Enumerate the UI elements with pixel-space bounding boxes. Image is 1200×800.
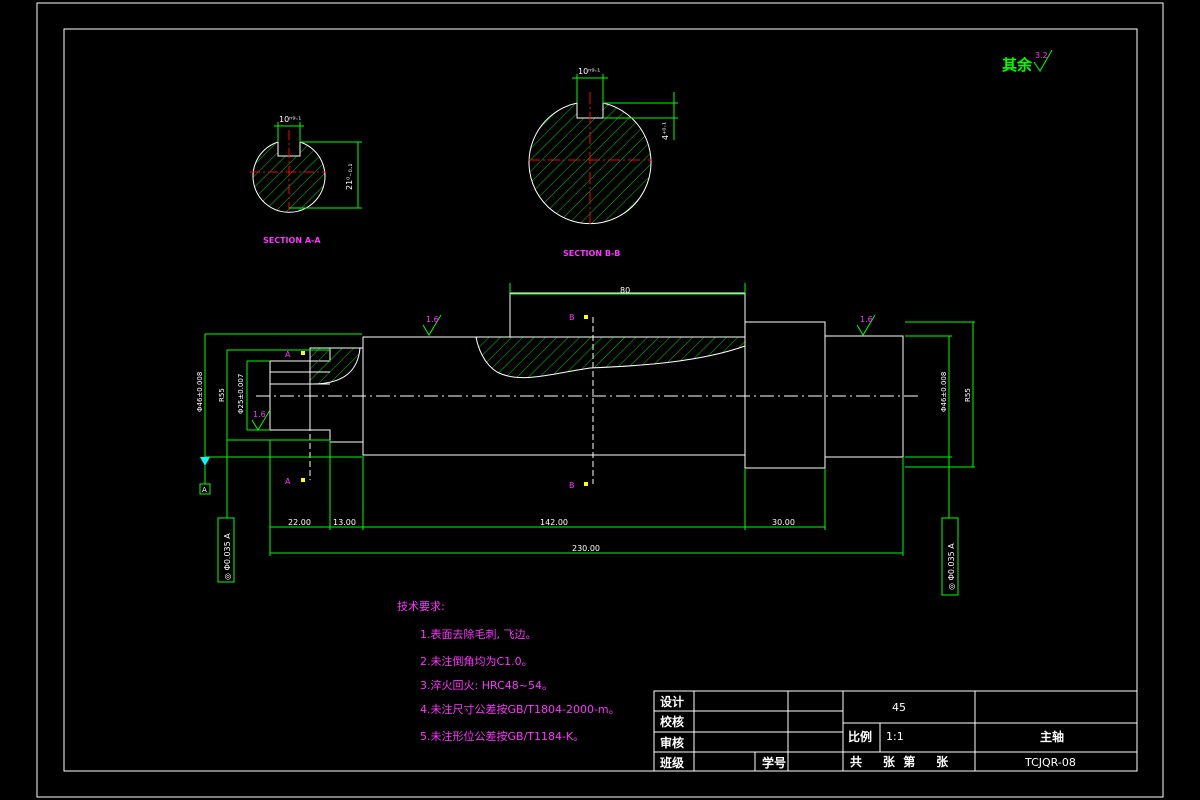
roughness-other-value: 3.2 [1035,51,1048,60]
datum-label: A [202,486,207,494]
dim-230: 230.00 [572,544,600,553]
outer-frame [36,2,1164,798]
cut-b-bottom: B [569,481,575,490]
cut-b-top: B [569,313,575,322]
note-item: 1.表面去除毛刺, 飞边。 [420,627,537,641]
dim-80: 80 [620,286,630,295]
inner-frame [63,28,1138,772]
dim-left-r: R55 [218,388,226,402]
dim-left-inner: Φ25±0.007 [237,374,245,414]
section-a-view: 10ⁿ⁹·¹ 21⁰₋₀.₁ SECTION A-A [250,115,362,245]
roughness-mark-icon [422,314,442,336]
roughness-other-label: 其余 [1002,56,1033,74]
section-b-key-width: 10ⁿ⁹·¹ [578,67,600,76]
roughness-mark-value: 1.6 [426,315,439,324]
notes-title: 技术要求: [397,600,445,613]
section-a-depth: 21⁰₋₀.₁ [345,163,354,190]
tb-part-name: 主轴 [1040,729,1064,744]
tb-sheets: 共 张 第 张 [850,754,949,769]
roughness-mark-icon [856,314,876,336]
section-b-title: SECTION B-B [563,249,620,258]
dim-13: 13.00 [333,518,356,527]
dim-22: 22.00 [288,518,311,527]
tb-scale-label: 比例 [848,729,872,744]
dim-right-outer: Φ46±0.008 [940,372,948,412]
title-block: 设计 校核 审核 班级 学号 45 比例 1:1 共 张 第 张 主轴 TCJQ… [653,690,1138,772]
section-b-view: 10ⁿ⁹·¹ 4⁺⁰·¹ SECTION B-B [528,67,678,258]
note-item: 2.未注倒角均为C1.0。 [420,654,533,668]
technical-notes: 技术要求: 1.表面去除毛刺, 飞边。 2.未注倒角均为C1.0。 3.淬火回火… [397,600,620,743]
note-item: 5.未注形位公差按GB/T1184-K。 [420,729,584,743]
tb-design: 设计 [660,694,684,709]
section-a-title: SECTION A-A [263,236,321,245]
roughness-mark-value: 1.6 [860,315,873,324]
dim-142: 142.00 [540,518,568,527]
cut-a-bottom: A [285,477,291,486]
dim-30: 30.00 [772,518,795,527]
cut-a-top: A [285,350,291,359]
tb-check: 校核 [660,714,684,729]
tolerance-left: ◎ Φ0.035 A [223,533,232,580]
roughness-mark-value: 1.6 [253,410,266,419]
tolerance-right: ◎ Φ0.035 A [947,543,956,590]
section-b-depth: 4⁺⁰·¹ [661,122,670,140]
roughness-note: 其余 3.2 [1002,49,1053,74]
roughness-symbol-icon [1033,49,1053,72]
shaft-main-view: A A B B 1.6 1.6 1.6 80 Φ46±0.008 R55 Φ25… [196,283,975,596]
tb-class: 班级 [660,755,684,770]
tb-student-id: 学号 [762,755,786,770]
dim-right-r: R55 [964,388,972,402]
dim-left-outer: Φ46±0.008 [196,372,204,412]
tb-drawing-no: TCJQR-08 [1024,756,1076,769]
tb-review: 审核 [660,735,684,750]
section-a-key-width: 10ⁿ⁹·¹ [279,115,301,124]
note-item: 4.未注尺寸公差按GB/T1804-2000-m。 [420,702,620,716]
tb-scale-value: 1:1 [886,730,904,743]
note-item: 3.淬火回火: HRC48~54。 [420,678,553,692]
datum-triangle-icon [200,457,210,466]
tb-material: 45 [892,701,906,714]
